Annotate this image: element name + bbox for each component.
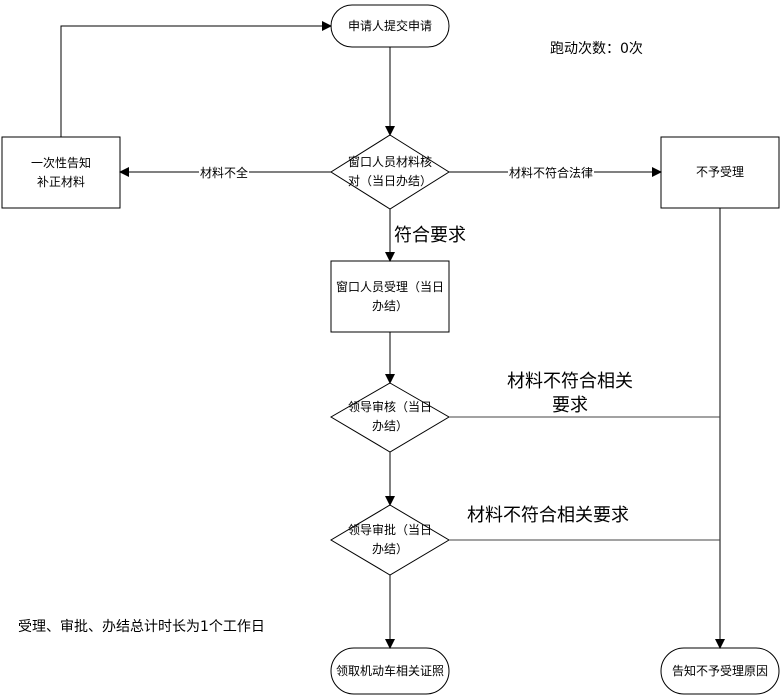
supplement-box	[1, 136, 121, 209]
check-text: 窗口人员材料核对（当日办结）	[347, 155, 432, 188]
approve-text: 领导审批（当日办结）	[348, 523, 433, 556]
edge-label-incomplete: 材料不全	[199, 164, 250, 181]
supplement-text-line1: 一次性告知	[30, 155, 91, 170]
edge-label-review-fail: 材料不符合相关要求	[507, 371, 633, 416]
review-text: 领导审核（当日办结）	[348, 400, 433, 433]
accept-box	[330, 260, 450, 333]
counter-label: 跑动次数：0次	[550, 41, 643, 57]
reject-text: 不予受理	[695, 165, 744, 179]
edge-label-ok: 符合要求	[394, 225, 466, 246]
edge-supplement-to-start	[60, 21, 332, 137]
accept-text: 窗口人员受理（当日办结）	[336, 279, 445, 313]
supplement-text-line2: 补正材料	[36, 174, 85, 189]
supplement-text: 一次性告知 补正材料	[2, 137, 120, 208]
reject-box	[660, 136, 780, 209]
edge-label-approve-fail: 材料不符合相关要求	[467, 505, 629, 526]
start-text: 申请人提交申请	[347, 18, 432, 33]
notify-text: 告知不予受理原因	[671, 663, 768, 678]
collect-text: 领取机动车相关证照	[335, 663, 444, 678]
edge-label-illegal: 材料不符合法律	[508, 164, 595, 181]
footnote: 受理、审批、办结总计时长为1个工作日	[18, 619, 265, 635]
